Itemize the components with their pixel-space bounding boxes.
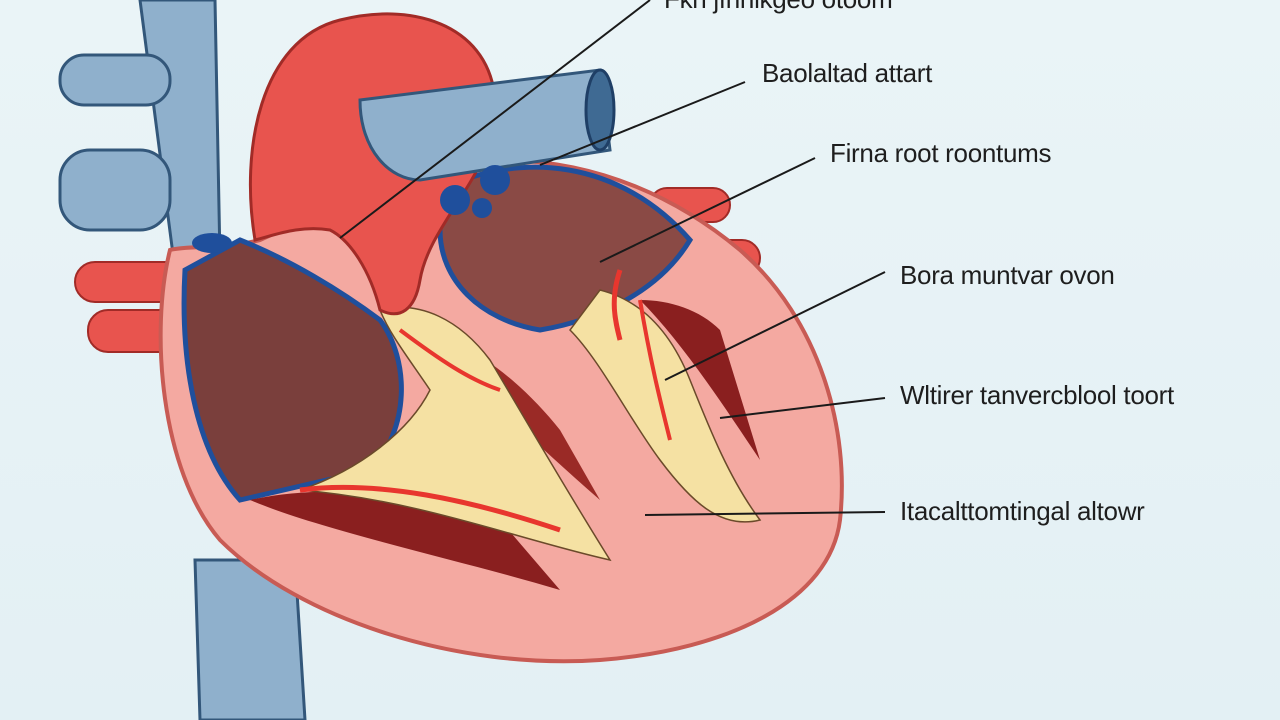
leader-line-1 xyxy=(339,0,651,239)
left-atrium xyxy=(437,164,694,333)
label-3: Firna root roontums xyxy=(830,138,1052,168)
label-4: Bora muntvar ovon xyxy=(900,260,1115,290)
leader-lines xyxy=(339,0,886,516)
leader-line-3 xyxy=(599,157,816,263)
right-atrium xyxy=(181,237,404,503)
pulmonary-veins-left xyxy=(58,53,172,232)
label-top: Fkn jfnnlkgeo otoom xyxy=(664,0,893,15)
leader-line-4 xyxy=(664,271,886,381)
pulmonary-artery xyxy=(358,68,616,182)
leader-line-2 xyxy=(539,81,746,166)
leader-line-6 xyxy=(644,511,886,516)
leader-line-5 xyxy=(719,397,886,419)
label-5: Wltirer tanvercblool toort xyxy=(900,380,1174,410)
septum xyxy=(299,269,762,562)
aorta xyxy=(248,12,497,316)
label-2: Baolaltad attart xyxy=(762,58,933,88)
valves xyxy=(192,165,510,253)
label-6: Itacalttomtingal altowr xyxy=(900,496,1145,526)
